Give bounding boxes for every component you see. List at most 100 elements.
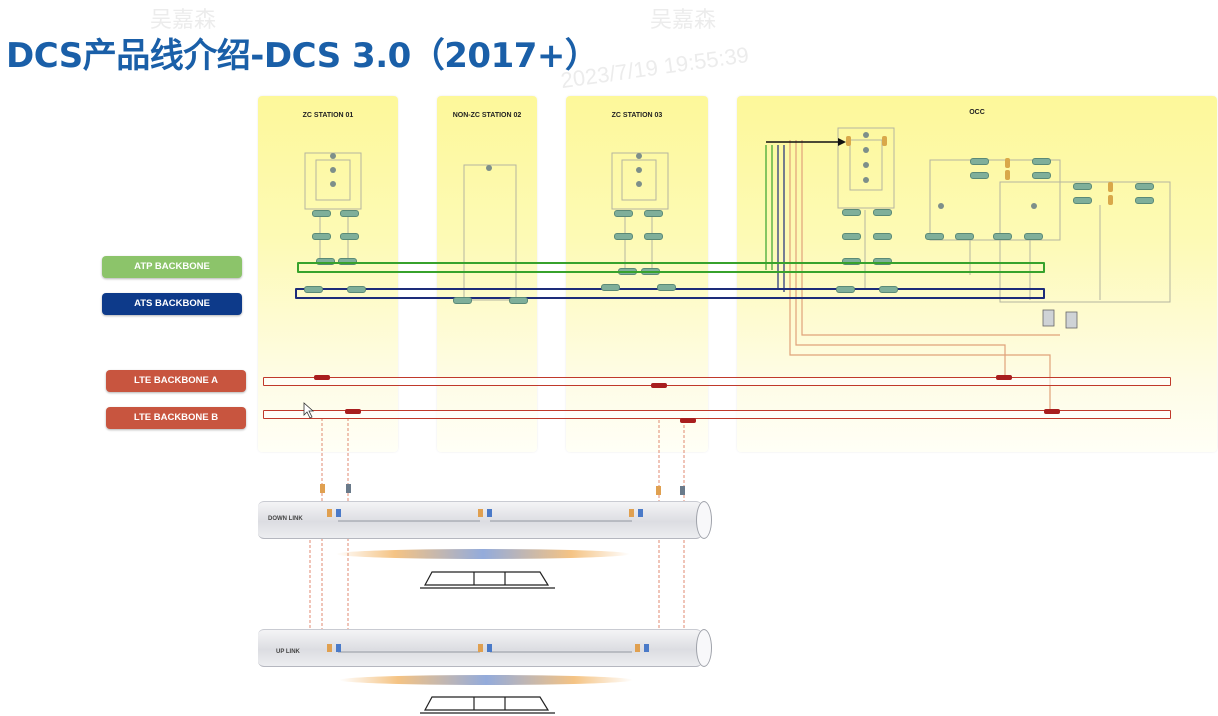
device-icon xyxy=(863,177,869,183)
up-link-label: UP LINK xyxy=(276,649,300,655)
switch-node xyxy=(1032,158,1051,165)
ats-node xyxy=(836,286,855,293)
nonzc2-frame xyxy=(463,164,517,301)
switch-node xyxy=(842,233,861,240)
access-point-icon xyxy=(629,509,634,517)
ats-node xyxy=(347,286,366,293)
mouse-cursor-icon xyxy=(303,402,315,419)
switch-node xyxy=(955,233,974,240)
lte-backbone-a-bar xyxy=(263,377,1171,386)
ats-node xyxy=(657,284,676,291)
antenna-icon xyxy=(346,484,351,493)
coverage-beam xyxy=(339,675,633,685)
lte-backbone-a-label: LTE BACKBONE A xyxy=(106,370,246,392)
zone-zc-station-01: ZC STATION 01 xyxy=(258,96,398,452)
occ-arrow-head xyxy=(838,138,846,146)
zc1-server-inner xyxy=(315,159,351,201)
device-icon xyxy=(1031,203,1037,209)
coverage-beam xyxy=(336,549,630,559)
firewall-icon xyxy=(1005,170,1010,180)
watermark-name: 吴嘉森 xyxy=(650,7,717,32)
zone-non-zc-station-02: NON-ZC STATION 02 xyxy=(437,96,537,452)
switch-node xyxy=(873,233,892,240)
lte-node xyxy=(314,375,330,380)
watermark-name: 吴嘉森 xyxy=(150,7,217,32)
antenna-icon xyxy=(320,484,325,493)
zone-label: NON-ZC STATION 02 xyxy=(452,112,522,119)
lte-node xyxy=(1044,409,1060,414)
slide-title: DCS产品线介绍-DCS 3.0（2017+） xyxy=(6,36,599,76)
switch-node xyxy=(925,233,944,240)
ats-node xyxy=(304,286,323,293)
switch-node xyxy=(970,172,989,179)
switch-node xyxy=(1024,233,1043,240)
lte-node xyxy=(680,418,696,423)
train-icon xyxy=(423,571,550,586)
ats-backbone-label: ATS BACKBONE xyxy=(102,293,242,315)
zone-occ: OCC xyxy=(737,96,1217,452)
occ-orange-line xyxy=(795,140,1006,378)
server-icon xyxy=(1065,311,1078,329)
ats-node xyxy=(453,297,472,304)
occ-server-frame xyxy=(837,127,895,209)
ats-node xyxy=(601,284,620,291)
switch-node xyxy=(1135,183,1154,190)
zc3-server-frame xyxy=(611,152,669,210)
switch-node xyxy=(993,233,1012,240)
lte-backbone-b-bar xyxy=(263,410,1171,419)
server-icon xyxy=(1042,309,1055,327)
access-point-icon xyxy=(327,509,332,517)
access-point-icon xyxy=(336,509,341,517)
tunnel-end xyxy=(696,501,712,539)
device-icon xyxy=(863,162,869,168)
access-point-icon xyxy=(336,644,341,652)
lte-node xyxy=(996,375,1012,380)
occ-server-inner xyxy=(849,139,883,191)
device-icon xyxy=(938,203,944,209)
occ-orange-line xyxy=(801,140,1060,336)
atp-backbone-label: ATP BACKBONE xyxy=(102,256,242,278)
antenna-icon xyxy=(656,486,661,495)
device-icon xyxy=(636,181,642,187)
down-link-tunnel xyxy=(258,501,702,539)
ats-node xyxy=(879,286,898,293)
occ-frame-3 xyxy=(999,181,1171,303)
device-icon xyxy=(330,181,336,187)
firewall-icon xyxy=(882,136,887,146)
switch-node xyxy=(614,233,633,240)
switch-node xyxy=(873,258,892,265)
device-icon xyxy=(863,132,869,138)
access-point-icon xyxy=(327,644,332,652)
zone-label: ZC STATION 01 xyxy=(302,112,354,119)
access-point-icon xyxy=(644,644,649,652)
ats-node xyxy=(509,297,528,304)
access-point-icon xyxy=(635,644,640,652)
switch-node xyxy=(614,210,633,217)
switch-node xyxy=(312,233,331,240)
switch-node xyxy=(842,209,861,216)
tunnel-end xyxy=(696,629,712,667)
access-point-icon xyxy=(638,509,643,517)
down-link-label: DOWN LINK xyxy=(268,516,303,522)
switch-node xyxy=(873,209,892,216)
lte-node xyxy=(651,383,667,388)
access-point-icon xyxy=(487,509,492,517)
switch-node xyxy=(312,210,331,217)
access-point-icon xyxy=(478,509,483,517)
switch-node xyxy=(970,158,989,165)
switch-node xyxy=(644,210,663,217)
occ-frame-2 xyxy=(929,159,1061,241)
device-icon xyxy=(863,147,869,153)
device-icon xyxy=(636,153,642,159)
device-icon xyxy=(636,167,642,173)
firewall-icon xyxy=(846,136,851,146)
train-icon xyxy=(423,696,550,711)
device-icon xyxy=(330,153,336,159)
zone-label: ZC STATION 03 xyxy=(611,112,663,119)
switch-node xyxy=(338,258,357,265)
zc3-server-inner xyxy=(621,159,657,201)
switch-node xyxy=(644,233,663,240)
switch-node xyxy=(1032,172,1051,179)
firewall-icon xyxy=(1005,158,1010,168)
